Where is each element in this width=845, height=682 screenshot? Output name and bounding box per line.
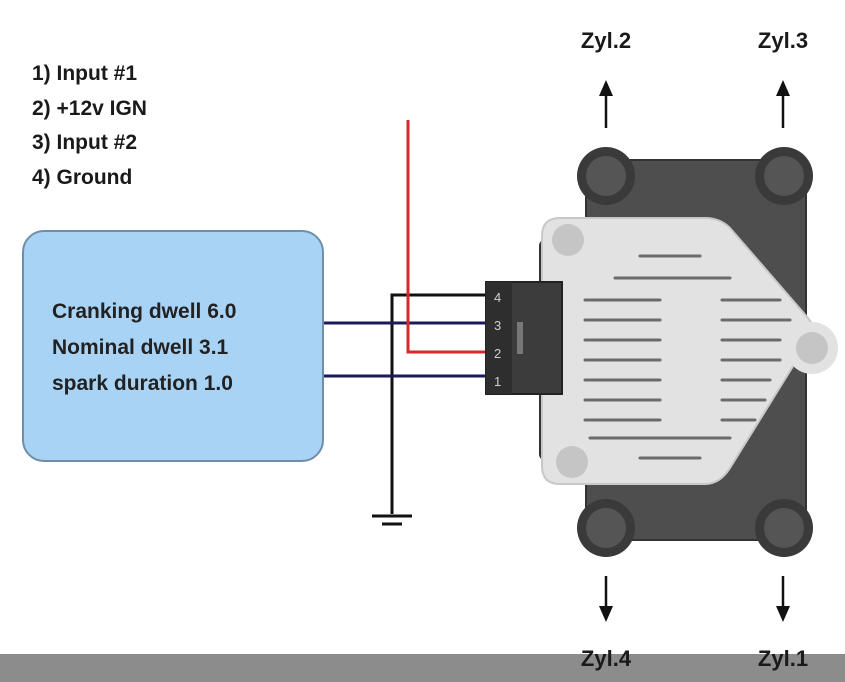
cylinder-label-zyl3: Zyl.3 xyxy=(757,28,809,53)
connector-plug xyxy=(486,282,512,394)
pin-3-label: 3 xyxy=(494,318,501,333)
ecu-cranking-dwell: Cranking dwell 6.0 xyxy=(52,300,237,323)
legend-item-input-1: 1) Input #1 xyxy=(32,62,138,85)
arrow-down-zyl1 xyxy=(776,576,790,622)
arrow-down-zyl4 xyxy=(599,576,613,622)
pin-4-label: 4 xyxy=(494,290,501,305)
cylinder-label-zyl4: Zyl.4 xyxy=(580,646,632,671)
pin-2-label: 2 xyxy=(494,346,501,361)
cylinder-label-zyl1: Zyl.1 xyxy=(757,646,809,671)
cover-ribs xyxy=(583,254,792,460)
legend-item-input-2: 3) Input #2 xyxy=(32,131,138,154)
bottom-bar xyxy=(0,654,845,682)
coil-cover xyxy=(541,217,814,485)
cylinder-label-zyl2: Zyl.2 xyxy=(580,28,632,53)
arrow-up-zyl3 xyxy=(776,80,790,128)
ecu-box: Cranking dwell 6.0 Nominal dwell 3.1 spa… xyxy=(22,230,324,462)
connector-latch xyxy=(517,322,523,354)
ground-wire xyxy=(390,293,488,514)
ecu-nominal-dwell: Nominal dwell 3.1 xyxy=(52,336,229,359)
tower-zyl1-inner xyxy=(764,508,804,548)
tower-zyl2-inner xyxy=(586,156,626,196)
arrow-up-zyl2 xyxy=(599,80,613,128)
legend-item-ground: 4) Ground xyxy=(32,165,133,189)
legend-item-ign: 2) +12v IGN xyxy=(32,96,147,120)
tower-zyl3-inner xyxy=(764,156,804,196)
ign-wire xyxy=(406,120,488,354)
pin-legend: 1) Input #1 2) +12v IGN 3) Input #2 4) G… xyxy=(32,60,147,198)
cover-ear-right-hole xyxy=(796,332,828,364)
mount-hole-bottom xyxy=(556,446,588,478)
tower-zyl4-inner xyxy=(586,508,626,548)
mount-hole-top xyxy=(552,224,584,256)
ecu-spark-duration: spark duration 1.0 xyxy=(52,372,233,395)
pin-1-label: 1 xyxy=(494,374,501,389)
